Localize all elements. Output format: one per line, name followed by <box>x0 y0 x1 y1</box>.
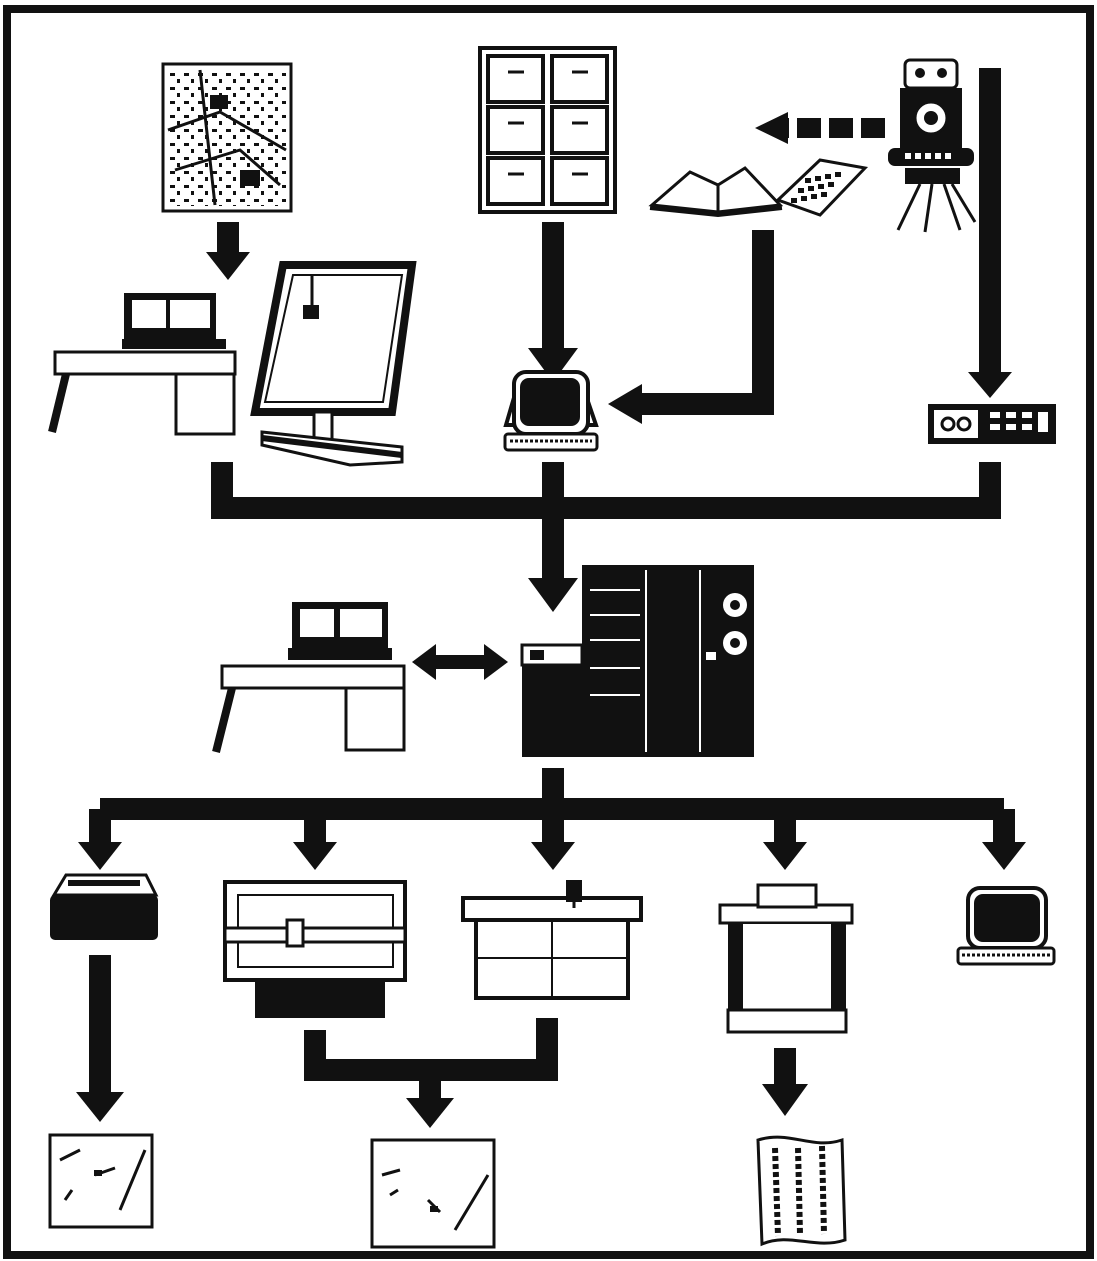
arrow-out-flatbed <box>293 842 337 870</box>
digitizing-workstation-icon <box>48 293 237 436</box>
digitizer-table-icon <box>250 261 417 467</box>
arrow-map-to-workstation <box>206 252 250 280</box>
data-recorder-icon <box>928 404 1056 444</box>
map-sheet-icon <box>161 62 293 213</box>
plotted-map-icon <box>370 1138 496 1249</box>
connectors <box>89 68 1015 1100</box>
arrow-out-drum <box>531 842 575 870</box>
arrow-cabinet-to-terminal <box>528 348 578 382</box>
arrow-station-to-recorder <box>968 372 1012 398</box>
calculator-icon <box>775 158 869 217</box>
printed-map-icon <box>48 1133 154 1229</box>
arrow-station-to-book <box>755 112 788 144</box>
terminal-icon <box>503 370 599 452</box>
arrow-printer-to-map <box>76 1092 124 1122</box>
arrow-plotters-to-map <box>406 1098 454 1128</box>
total-station-icon <box>888 58 977 233</box>
display-terminal-icon <box>956 886 1056 966</box>
arrow-to-computer <box>528 578 578 612</box>
arrow-book-to-terminal <box>608 384 642 424</box>
graphic-workstation-icon <box>212 602 406 753</box>
line-printer-icon <box>718 883 854 1034</box>
arrow-out-printer <box>78 842 122 870</box>
drum-plotter-icon <box>461 880 643 1000</box>
printout-listing-icon <box>756 1135 847 1247</box>
host-computer-icon <box>520 565 754 757</box>
filing-cabinet-icon <box>478 46 617 214</box>
printer-icon <box>50 873 159 940</box>
arrow-out-display <box>982 842 1026 870</box>
flatbed-plotter-icon <box>223 880 407 1018</box>
arrow-lineprinter-to-listing <box>762 1084 808 1116</box>
field-book-icon <box>648 166 784 218</box>
arrow-out-lineprinter <box>763 842 807 870</box>
arrowheads <box>76 112 1026 1128</box>
